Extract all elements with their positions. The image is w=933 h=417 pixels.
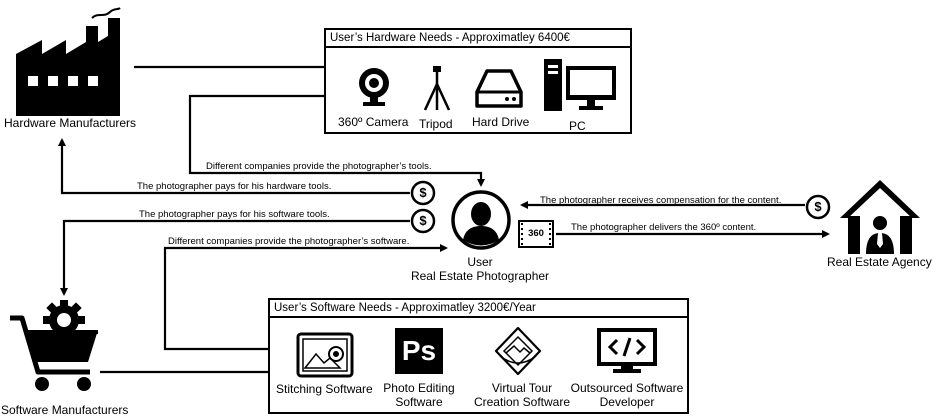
hw-tools-label: Different companies provide the photogra… <box>206 161 432 172</box>
sw-item-photo-editing-label-1: Photo Editing <box>383 381 455 395</box>
code-developer-icon <box>597 328 657 373</box>
hw-item-tripod: Tripod <box>419 117 453 131</box>
stitching-software-icon <box>296 332 354 378</box>
photo-editing-icon <box>395 328 443 374</box>
real-estate-agency-icon <box>840 180 920 254</box>
sw-item-virtual-tour-label-2: Creation Software <box>473 395 571 409</box>
software-manufacturers-label: Software Manufacturers <box>1 403 129 417</box>
software-needs-title: User’s Software Needs - Approximatley 32… <box>270 300 687 318</box>
hw-pays-arrow <box>58 138 410 195</box>
camera-360-icon <box>359 68 389 106</box>
pc-icon <box>544 59 616 111</box>
user-label: User <box>467 255 493 269</box>
shopping-cart-gear-icon <box>10 300 98 391</box>
sw-pays-label: The photographer pays for his software t… <box>139 209 330 220</box>
tripod-icon <box>423 66 451 111</box>
film-360-badge-text: 360 <box>528 228 544 239</box>
hw-item-camera: 360º Camera <box>338 115 409 129</box>
user-avatar-icon <box>451 190 511 250</box>
payment-coin-icon <box>410 208 436 234</box>
sw-item-stitching-label: Stitching Software <box>276 382 373 396</box>
photo-editing-icon-letters: Ps <box>401 335 437 366</box>
sw-pays-arrow <box>60 219 410 296</box>
sw-item-photo-editing-label-2: Software <box>395 395 443 409</box>
sw-provide-arrow <box>163 244 448 351</box>
factory-icon <box>16 7 121 116</box>
hw-item-hard-drive: Hard Drive <box>472 115 530 129</box>
sw-item-outsourced-label-2: Developer <box>599 395 655 409</box>
payment-coin-symbol: $ <box>419 213 427 228</box>
sw-item-outsourced-label-1: Outsourced Software <box>570 381 684 395</box>
hard-drive-icon <box>475 69 523 108</box>
sw-item-virtual-tour-label-1: Virtual Tour <box>491 381 553 395</box>
hw-item-pc: PC <box>569 119 586 133</box>
real-estate-agency-label: Real Estate Agency <box>827 255 932 269</box>
payment-coin-icon <box>805 194 831 220</box>
virtual-tour-icon <box>494 326 542 376</box>
payment-coin-icon <box>410 180 436 206</box>
payment-coin-symbol: $ <box>419 185 427 200</box>
hardware-needs-title: User’s Hardware Needs - Approximatley 64… <box>326 30 630 48</box>
user-role-label: Real Estate Photographer <box>410 269 550 283</box>
hw-pays-label: The photographer pays for his hardware t… <box>137 181 332 192</box>
compensation-label: The photographer receives compensation f… <box>540 195 782 206</box>
film-360-icon <box>518 220 554 248</box>
hw-tools-arrow <box>188 94 485 187</box>
sw-provide-label: Different companies provide the photogra… <box>168 236 410 247</box>
payment-coin-symbol: $ <box>814 199 822 214</box>
delivers-label: The photographer delivers the 360º conte… <box>571 222 757 233</box>
hardware-manufacturers-label: Hardware Manufacturers <box>4 116 137 130</box>
